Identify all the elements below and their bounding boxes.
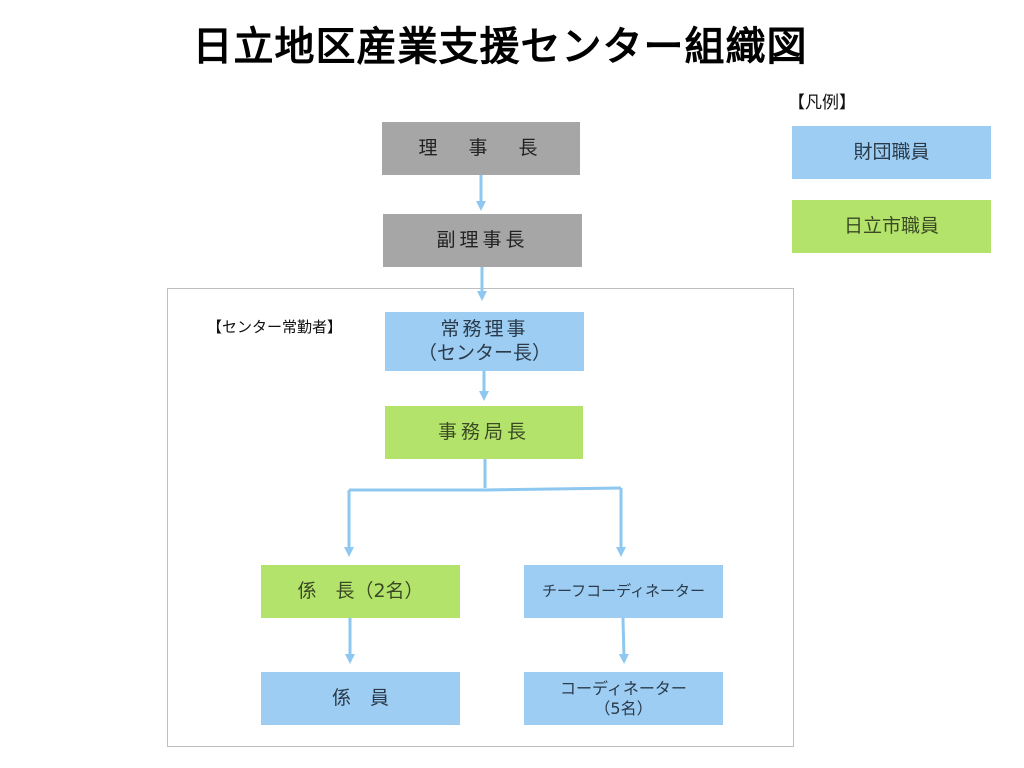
legend-foundation-staff: 財団職員	[792, 126, 991, 179]
node-managing-director-line1: 常務理事	[440, 317, 529, 340]
resident-staff-label: 【センター常勤者】	[207, 318, 343, 336]
legend-title: 【凡例】	[788, 93, 856, 113]
node-chairman: 理 事 長	[382, 122, 580, 175]
node-section-chief: 係 長（2名）	[261, 565, 460, 618]
node-secretary-general: 事務局長	[385, 406, 583, 459]
node-coordinator-line2: （5名）	[594, 698, 653, 718]
node-managing-director: 常務理事 （センター長）	[385, 312, 584, 371]
connector-chief-coordinator-coordinator	[618, 617, 629, 664]
legend-city-staff: 日立市職員	[792, 200, 991, 253]
connector-branch	[349, 486, 622, 492]
node-vice-chairman: 副理事長	[383, 214, 582, 267]
node-coordinator-line1: コーディネーター	[560, 678, 687, 698]
node-managing-director-line2: （センター長）	[417, 341, 551, 364]
page-title: 日立地区産業支援センター組織図	[192, 24, 808, 70]
node-coordinator: コーディネーター （5名）	[524, 672, 723, 725]
node-staff: 係 員	[261, 672, 460, 725]
node-chief-coordinator: チーフコーディネーター	[524, 565, 723, 618]
